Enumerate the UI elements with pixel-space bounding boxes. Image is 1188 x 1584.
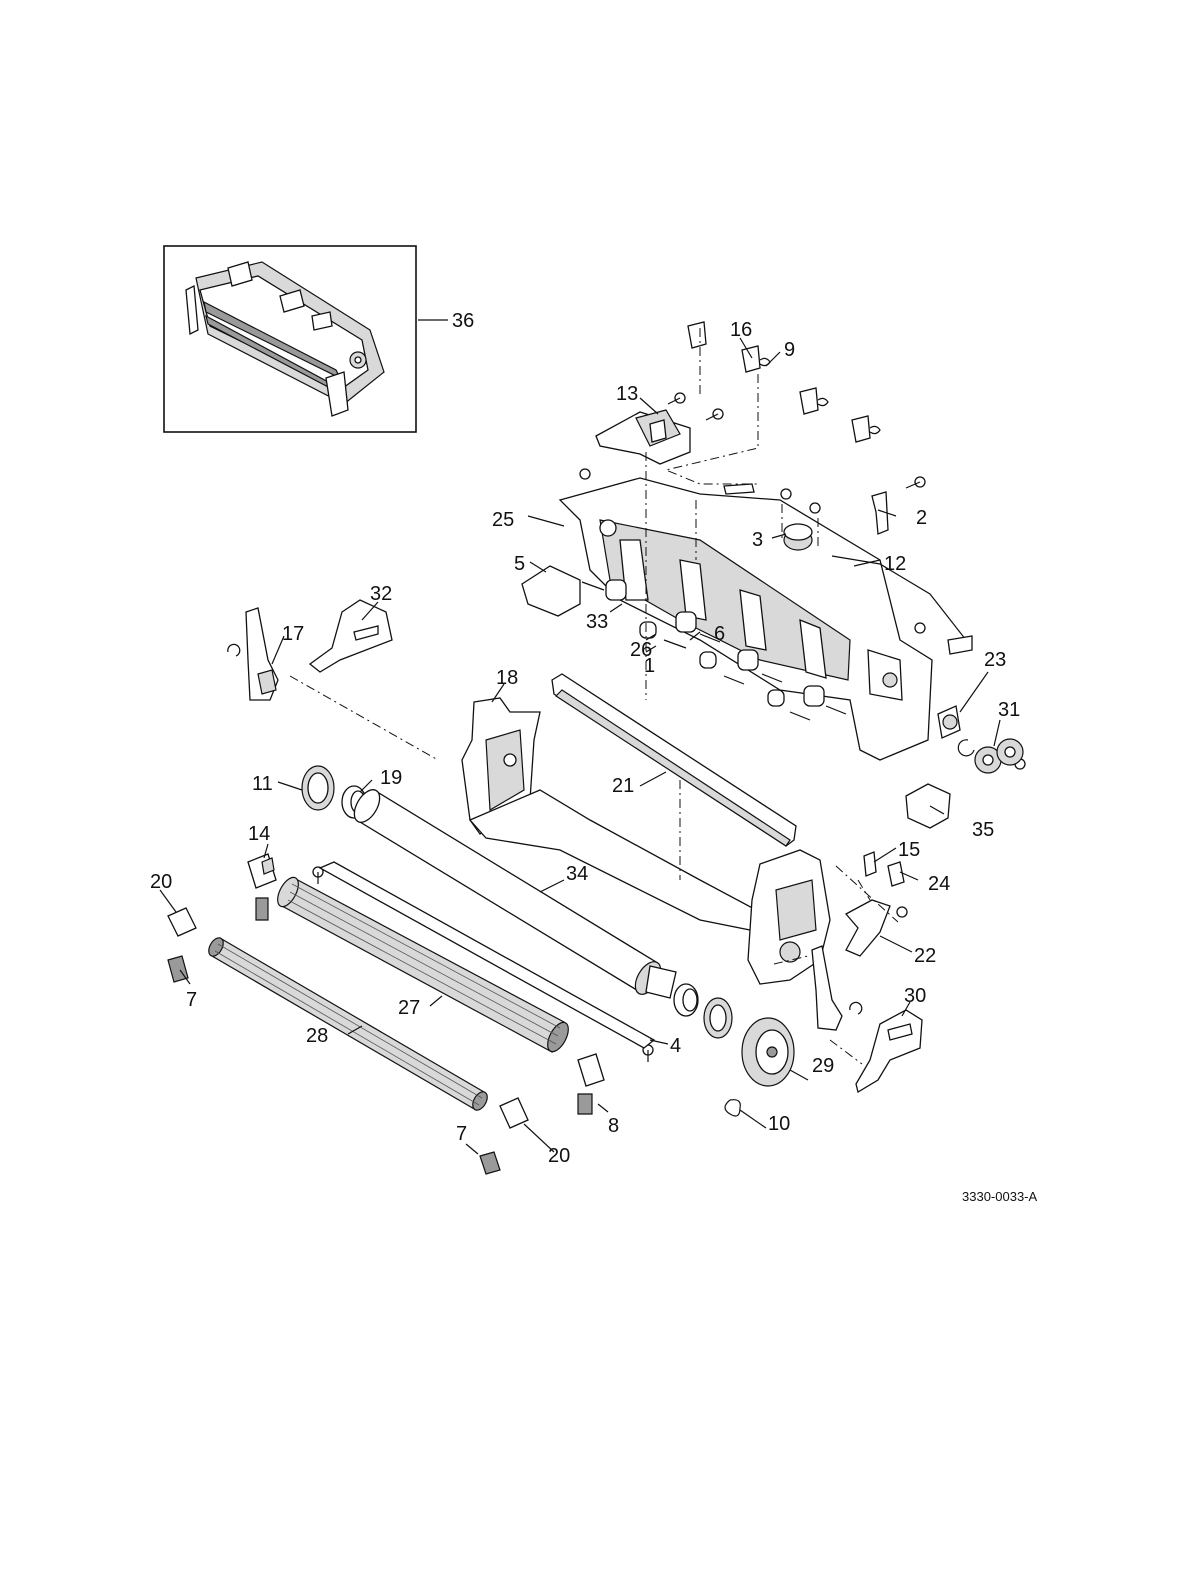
callout-5: 5: [514, 553, 525, 575]
part-23-gear-shaft: [938, 706, 960, 738]
callout-15: 16: [730, 319, 752, 341]
callout-7-right: 7: [456, 1123, 467, 1145]
part-10-clip: [725, 1100, 740, 1116]
callout-32: 32: [370, 583, 392, 605]
part-8-holder: [578, 1054, 604, 1086]
callout-25: 25: [492, 509, 514, 531]
callout-17: 17: [282, 623, 304, 645]
inset-assembly-36: [164, 246, 416, 432]
callout-18: 18: [496, 667, 518, 689]
part-11-bearing: [302, 766, 334, 810]
callout-11: 11: [252, 773, 273, 795]
callout-4: 4: [670, 1035, 681, 1057]
callout-35: 35: [972, 819, 994, 841]
part-16-sensor: [864, 852, 876, 876]
callout-10: 10: [768, 1113, 790, 1135]
part-31-plate: [856, 1010, 922, 1092]
document-id: 3330-0033-A: [962, 1189, 1037, 1204]
part-5-cover: [522, 566, 580, 616]
callout-1: 1: [644, 655, 655, 677]
part-17-lever: [228, 608, 278, 700]
callout-31: 30: [904, 985, 926, 1007]
part-35-cover: [906, 784, 950, 828]
part-20-holder-left: [168, 908, 196, 936]
callout-28: 28: [306, 1025, 328, 1047]
callout-20-right: 20: [548, 1145, 570, 1167]
callout-14: 14: [248, 823, 270, 845]
part-20-holder-right: [500, 1098, 528, 1128]
callout-20-left: 20: [150, 871, 172, 893]
callout-22: 22: [914, 945, 936, 967]
part-24-sensor: [888, 862, 904, 886]
callout-27: 27: [398, 997, 420, 1019]
callout-7-left: 7: [186, 989, 197, 1011]
callout-13: 13: [616, 383, 638, 405]
callout-24: 24: [928, 873, 950, 895]
callout-23: 23: [984, 649, 1006, 671]
bushings-right: [674, 984, 732, 1038]
callout-36: 36: [452, 310, 474, 332]
callout-9: 9: [784, 339, 795, 361]
callout-21: 21: [612, 775, 634, 797]
callout-30: 31: [998, 699, 1020, 721]
callout-8: 8: [608, 1115, 619, 1137]
callout-29: 29: [812, 1055, 834, 1077]
callout-12: 12: [884, 553, 906, 575]
callout-3: 3: [752, 529, 763, 551]
part-3-thermostat: [784, 524, 812, 550]
callout-2: 2: [916, 507, 927, 529]
callout-34: 34: [566, 863, 588, 885]
part-30-gears: [958, 739, 1023, 773]
part-29-gear: [742, 1018, 794, 1086]
callout-6: 6: [714, 623, 725, 645]
callout-16: 15: [898, 839, 920, 861]
callout-33: 33: [586, 611, 608, 633]
right-lever: [812, 946, 862, 1030]
callout-19: 19: [380, 767, 402, 789]
part-32-plate: [310, 600, 392, 672]
part-14-holder: [248, 854, 276, 888]
part-13-bracket: [596, 410, 690, 464]
